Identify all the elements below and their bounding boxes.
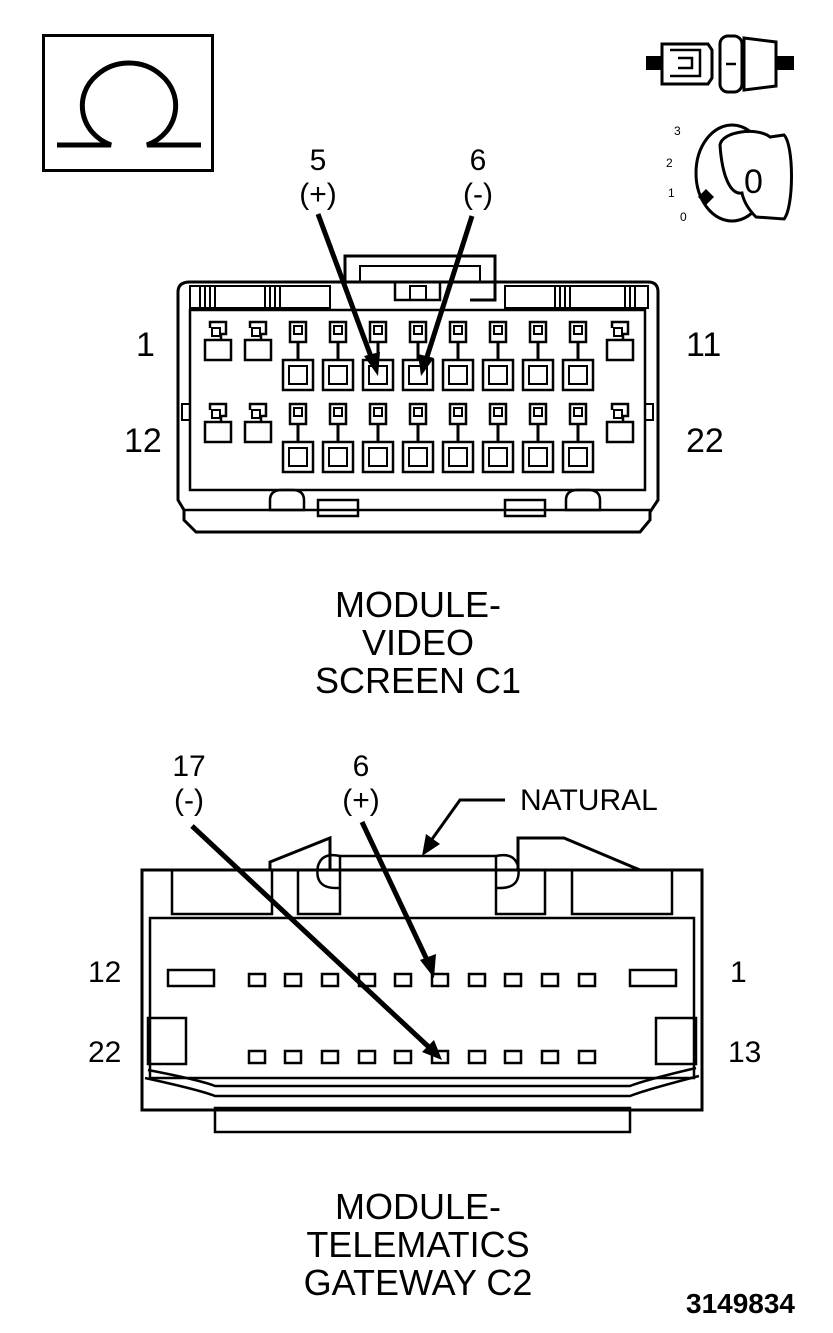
natural-leader-arrowhead — [422, 834, 440, 856]
c2-pin-cavity — [503, 972, 523, 988]
c2-pin-cavity — [320, 972, 340, 988]
c2-pin-cavity — [503, 1049, 523, 1065]
c1-pin-cavity — [281, 320, 315, 392]
c2-title: MODULE- TELEMATICS GATEWAY C2 — [250, 1188, 586, 1302]
c1-pin-cavity — [321, 402, 355, 474]
ohmmeter-symbol-box — [42, 34, 214, 172]
c2-callout-6-polarity: (+) — [342, 784, 380, 817]
c1-callout-5-pin: 5 — [309, 144, 327, 177]
callout-arrowhead-pin-17 — [422, 1040, 442, 1060]
c2-pin-cavity — [283, 1049, 303, 1065]
c2-pin-cavity — [540, 972, 560, 988]
switch-pos-2: 2 — [666, 156, 673, 170]
c2-pin-cavity — [467, 1049, 487, 1065]
c2-color-note: NATURAL — [520, 784, 658, 817]
c2-callout-17: 17 (-) — [164, 752, 214, 816]
callout-arrow-pin-6 — [423, 215, 475, 361]
c2-pin-cavity — [283, 972, 303, 988]
c2-pin-cavity — [430, 1049, 450, 1065]
c2-pin-cavity — [430, 972, 450, 988]
callout-arrowhead-pin-5 — [364, 352, 380, 376]
c1-pin-label-22: 22 — [686, 422, 724, 460]
c1-pin-cavity — [561, 402, 595, 474]
c1-pin-cavity — [481, 320, 515, 392]
natural-leader-line — [428, 798, 505, 843]
callout-arrow-pin-6-c2 — [359, 820, 431, 964]
ignition-switch-icon: 3 2 1 0 0 — [666, 123, 793, 224]
switch-pos-1: 1 — [668, 186, 675, 200]
switch-pos-3: 3 — [674, 124, 681, 138]
c2-pin-cavity — [393, 972, 413, 988]
c1-callout-6-polarity: (-) — [463, 178, 493, 211]
c2-callout-17-polarity: (-) — [174, 784, 204, 817]
c2-title-line-2: TELEMATICS — [306, 1224, 530, 1265]
switch-pos-0: 0 — [680, 210, 687, 224]
c1-pin-cavity — [243, 320, 273, 362]
c1-pin-cavity — [401, 320, 435, 392]
c2-pin-cavity — [467, 972, 487, 988]
c1-pin-cavity — [281, 402, 315, 474]
c1-pin-cavity — [361, 402, 395, 474]
callout-arrow-pin-17 — [190, 824, 434, 1052]
c2-pin-cavity — [577, 972, 597, 988]
figure-number: 3149834 — [686, 1288, 796, 1319]
c1-pin-cavity — [203, 402, 233, 444]
callout-arrowhead-pin-6-c2 — [420, 954, 436, 978]
c2-pin-cavity — [577, 1049, 597, 1065]
c2-title-line-3: GATEWAY C2 — [303, 1262, 533, 1303]
callout-arrow-pin-5 — [315, 213, 376, 363]
c2-pin-cavity — [393, 1049, 413, 1065]
c1-pin-cavity — [401, 402, 435, 474]
c1-title-line-3: SCREEN C1 — [314, 660, 522, 701]
c1-callout-5-polarity: (+) — [299, 178, 337, 211]
c1-pin-label-1: 1 — [136, 326, 155, 364]
c2-pin-cavity — [247, 1049, 267, 1065]
c1-title-line-2: VIDEO — [361, 622, 475, 663]
c2-pin-label-22: 22 — [88, 1036, 122, 1069]
c1-pin-cavity — [521, 320, 555, 392]
c1-pin-cavity — [441, 320, 475, 392]
c1-pin-cavity — [203, 320, 233, 362]
c1-pin-label-12: 12 — [124, 422, 162, 460]
key-label: 0 — [744, 163, 763, 201]
c1-title-line-1: MODULE- — [334, 584, 501, 625]
connector-c2-drawing — [140, 798, 704, 1134]
c2-pin-label-12: 12 — [88, 956, 122, 989]
c1-pin-cavity — [605, 320, 635, 362]
c1-callout-6: 6 (-) — [456, 146, 500, 210]
disconnected-connector-icon — [646, 34, 794, 94]
c1-pin-label-11: 11 — [686, 326, 722, 364]
c2-pin-cavity — [357, 1049, 377, 1065]
c2-pin-cavity — [540, 1049, 560, 1065]
c2-pin-cavity — [247, 972, 267, 988]
c2-callout-6-pin: 6 — [352, 750, 370, 783]
c1-title: MODULE- VIDEO SCREEN C1 — [250, 586, 586, 700]
c1-pin-cavity — [481, 402, 515, 474]
c1-pin-cavity — [321, 320, 355, 392]
c1-callout-5: 5 (+) — [296, 146, 340, 210]
callout-arrowhead-pin-6 — [418, 354, 434, 376]
c1-pin-cavity — [243, 402, 273, 444]
connector-c1-drawing — [176, 213, 660, 534]
c2-title-line-1: MODULE- — [334, 1186, 501, 1227]
c1-pin-cavity — [605, 402, 635, 444]
c1-pin-cavity — [561, 320, 595, 392]
c1-callout-6-pin: 6 — [469, 144, 487, 177]
c2-pin-label-13: 13 — [728, 1036, 762, 1069]
omega-icon — [57, 60, 201, 148]
c2-pin-cavity — [320, 1049, 340, 1065]
c2-callout-17-pin: 17 — [172, 750, 206, 783]
c1-pin-cavity — [441, 402, 475, 474]
c1-pin-cavity — [521, 402, 555, 474]
c2-callout-6: 6 (+) — [338, 752, 384, 816]
c2-pin-label-1: 1 — [730, 956, 747, 989]
